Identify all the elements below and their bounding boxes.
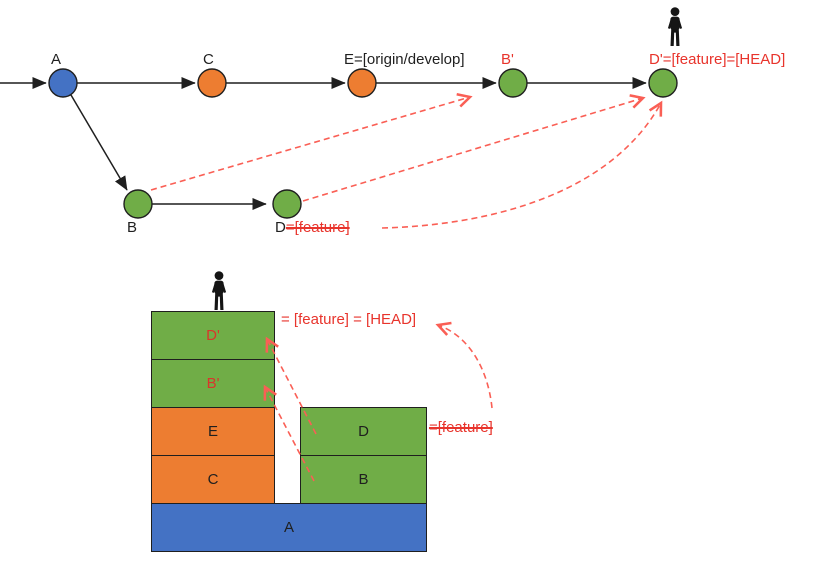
commit-node-c — [197, 68, 227, 98]
stack-block-a: A — [151, 503, 427, 552]
stack-block-c: C — [151, 455, 275, 504]
stack-block-c-label: C — [207, 471, 219, 488]
commit-node-d — [272, 189, 302, 219]
person-icon-bottom — [211, 271, 227, 310]
commit-label-d: D — [275, 219, 286, 236]
head-move-curved-arrow — [381, 100, 663, 229]
stack-block-b-label: B — [358, 471, 369, 488]
stack-block-d-prime-label: D' — [206, 327, 220, 344]
commit-node-e — [347, 68, 377, 98]
commit-node-d-prime — [648, 68, 678, 98]
stack-block-d-label: D — [358, 423, 369, 440]
stack-block-b-prime-label: B' — [206, 375, 220, 392]
stack-ref-move-curved-arrow — [435, 321, 493, 409]
commit-label-a: A — [51, 51, 62, 68]
stack-head-ref-label: = [feature] = [HEAD] — [281, 311, 417, 328]
commit-node-b-prime — [498, 68, 528, 98]
rebase-copy-arrow-b-to-bprime — [150, 92, 473, 191]
stack-block-b: B — [300, 455, 427, 504]
stack-struck-feature-ref: =[feature] — [429, 419, 493, 436]
ref-label-e-origin-develop: E=[origin/develop] — [344, 51, 465, 68]
struck-feature-ref-top: =[feature] — [285, 219, 350, 236]
stack-block-b-prime: B' — [151, 359, 275, 408]
branch-fork-arrow-a-b — [70, 94, 128, 191]
commit-label-c: C — [203, 51, 214, 68]
stack-block-a-label: A — [283, 519, 294, 536]
stack-block-e-label: E — [207, 423, 218, 440]
stack-block-e: E — [151, 407, 275, 456]
person-icon-top — [667, 7, 683, 46]
commit-node-a — [48, 68, 78, 98]
commit-node-b — [123, 189, 153, 219]
stack-block-d-prime: D' — [151, 311, 275, 360]
commit-label-b-prime: B' — [501, 51, 514, 68]
commit-label-d-row: D=[feature] — [275, 219, 350, 237]
stack-block-d: D — [300, 407, 427, 456]
rebase-copy-arrow-d-to-dprime — [302, 94, 646, 202]
commit-label-d-prime-head: D'=[feature]=[HEAD] — [649, 51, 786, 68]
commit-label-b: B — [127, 219, 138, 236]
